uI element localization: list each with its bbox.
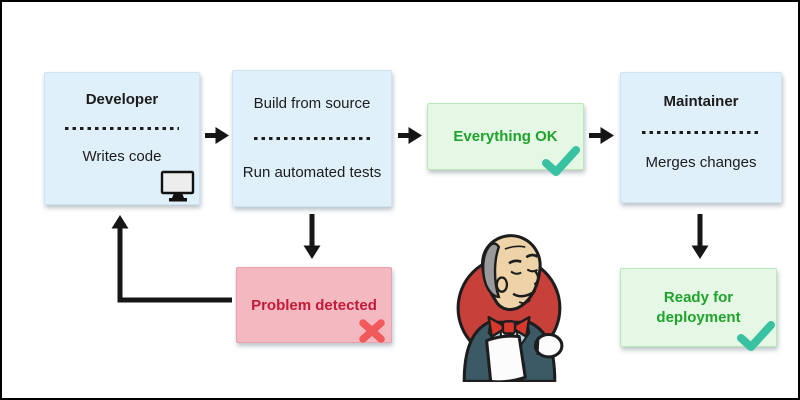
mascot-eye-right: [526, 268, 538, 273]
cross-icon: [359, 319, 385, 343]
maintainer-title: Maintainer: [663, 93, 739, 110]
ready-label: Ready for deployment: [656, 288, 741, 326]
node-everything-ok: Everything OK: [427, 103, 584, 176]
node-maintainer: Maintainer Merges changes: [620, 72, 782, 203]
monitor-icon: [160, 170, 195, 202]
developer-title: Developer: [85, 91, 159, 108]
developer-subtitle: Writes code: [82, 148, 162, 165]
problem-label: Problem detected: [251, 296, 377, 314]
node-ready-deployment: Ready for deployment: [620, 268, 777, 351]
mascot-hair: [481, 242, 501, 299]
dotted-divider: [641, 131, 761, 134]
mascot-nose: [533, 270, 540, 286]
mascot-eyebrow-left: [508, 259, 522, 265]
everything-ok-label: Everything OK: [453, 127, 558, 145]
dotted-divider: [253, 137, 371, 140]
arrow-problem-to-developer: [111, 215, 232, 303]
mascot-bowtie: [487, 316, 509, 338]
build-line1: Build from source: [253, 95, 371, 112]
mascot-towel: [485, 334, 527, 382]
jenkins-butler-mascot: [456, 234, 564, 382]
dotted-divider: [65, 127, 179, 130]
node-build-test: Build from source Run automated tests: [232, 70, 392, 207]
build-line2: Run automated tests: [242, 164, 382, 181]
mascot-smile: [512, 289, 537, 298]
node-developer: Developer Writes code: [44, 72, 200, 205]
check-icon: [542, 146, 580, 176]
maintainer-subtitle: Merges changes: [645, 154, 757, 171]
node-problem-detected: Problem detected: [236, 267, 392, 343]
mascot-eye-left: [510, 270, 522, 275]
mascot-glove: [533, 333, 564, 359]
mascot-ear: [495, 276, 509, 293]
mascot-eyebrow-right: [525, 253, 539, 259]
